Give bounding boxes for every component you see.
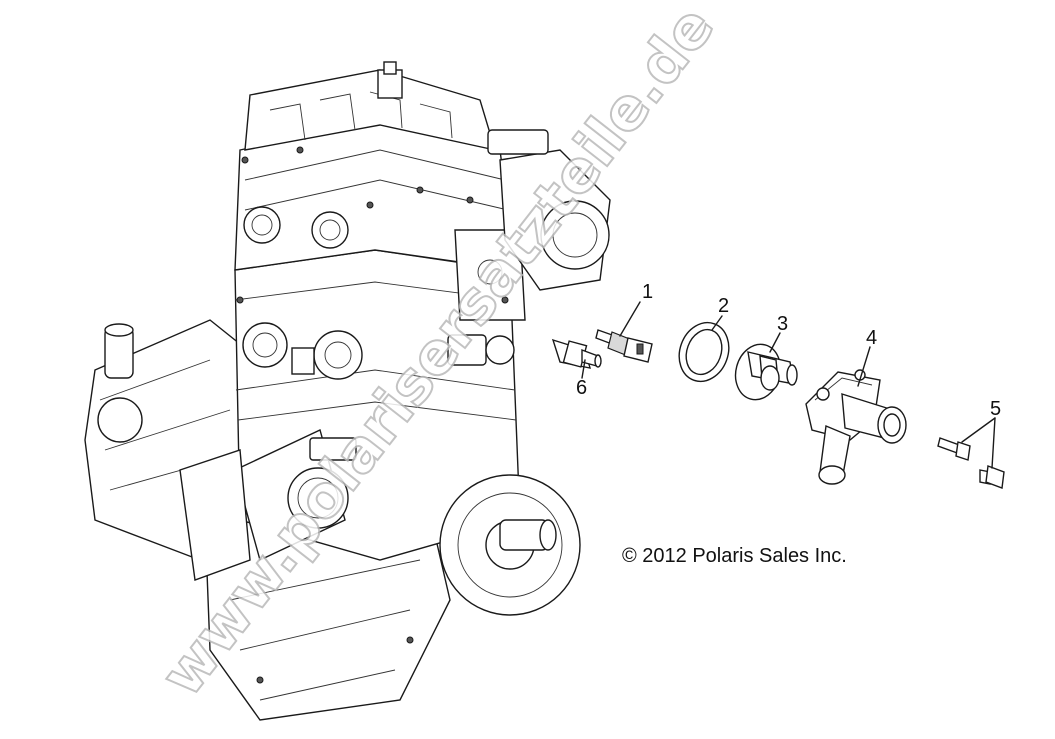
part-2-o-ring: [678, 321, 730, 383]
callout-1: 1: [642, 281, 653, 303]
leader-lines: [581, 301, 996, 469]
part-4-thermostat-housing: [805, 369, 907, 485]
part-3-thermostat: [734, 343, 798, 401]
callout-2: 2: [718, 295, 729, 317]
copyright-text: © 2012 Polaris Sales Inc.: [622, 545, 847, 567]
callout-6: 6: [576, 377, 587, 399]
part-5-bolts: [937, 437, 1005, 489]
part-1-temp-sensor: [595, 329, 653, 363]
engine-assembly: [84, 61, 611, 721]
callout-3: 3: [777, 313, 788, 335]
callout-4: 4: [866, 327, 877, 349]
part-6-fitting: [551, 338, 602, 369]
callout-5: 5: [990, 398, 1001, 420]
